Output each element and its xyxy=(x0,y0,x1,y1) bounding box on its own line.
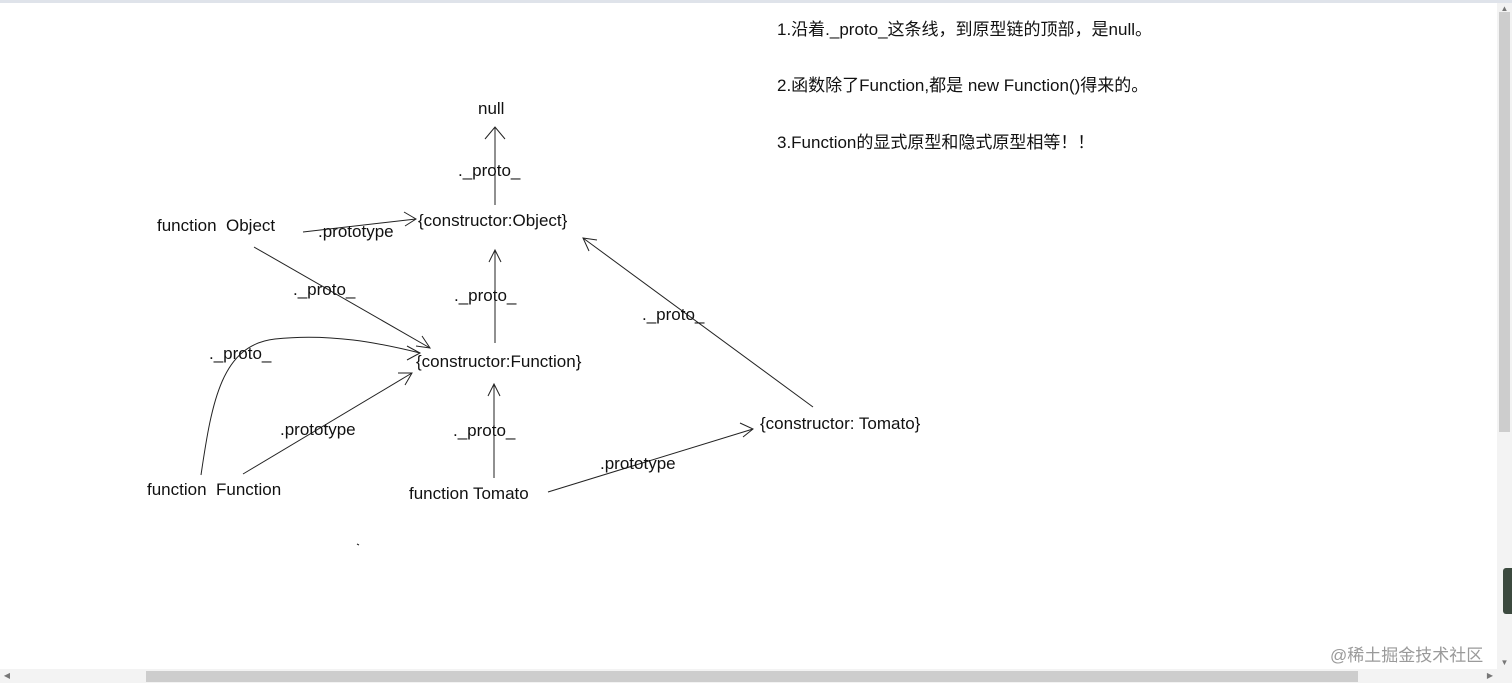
arrowhead-null xyxy=(484,126,506,140)
stray-mark xyxy=(356,543,360,546)
arrowhead-function-proto-bottom xyxy=(487,382,501,397)
arrow-tomato-proto-to-object-proto xyxy=(582,237,814,408)
arrowhead-object-proto-right xyxy=(582,237,598,252)
vertical-scrollbar-thumb[interactable] xyxy=(1499,12,1510,432)
edge-label-function-object-proto: ._proto_ xyxy=(293,280,356,299)
arrowhead-object-proto-bottom xyxy=(488,248,502,263)
arrowhead-tomato-proto xyxy=(739,422,754,438)
arrowhead-function-proto-c xyxy=(398,372,413,386)
arrow-function-function-prototype xyxy=(242,372,413,475)
edge-label-function-function-proto: ._proto_ xyxy=(209,344,272,363)
node-function-tomato: function Tomato xyxy=(409,484,529,503)
top-border xyxy=(0,0,1512,3)
node-function-prototype: {constructor:Function} xyxy=(416,352,582,371)
arrow-function-object-proto xyxy=(253,246,431,349)
node-object-prototype: {constructor:Object} xyxy=(418,211,568,230)
node-null: null xyxy=(478,99,505,118)
arrow-function-function-proto xyxy=(200,336,421,476)
scroll-right-arrow-icon[interactable]: ▶ xyxy=(1486,671,1494,680)
arrowhead-function-proto-a xyxy=(415,335,432,349)
edge-label-function-tomato-proto: ._proto_ xyxy=(453,421,516,440)
side-panel-handle[interactable] xyxy=(1503,568,1512,614)
edge-label-function-function-prototype: .prototype xyxy=(280,420,356,439)
scroll-down-arrow-icon[interactable]: ▼ xyxy=(1500,658,1509,667)
watermark: @稀土掘金技术社区 xyxy=(1330,646,1484,665)
edge-label-function-tomato-prototype: .prototype xyxy=(600,454,676,473)
arrowhead-function-proto-b xyxy=(406,345,422,361)
node-function-object: function Object xyxy=(157,216,276,235)
arrow-function-object-prototype xyxy=(302,218,417,233)
scroll-left-arrow-icon[interactable]: ◀ xyxy=(3,671,11,680)
node-tomato-prototype: {constructor: Tomato} xyxy=(760,414,921,433)
arrowhead-object-proto-left xyxy=(403,211,417,227)
edge-label-function-proto-to-object-proto: ._proto_ xyxy=(454,286,517,305)
horizontal-scrollbar-thumb[interactable] xyxy=(146,671,1358,682)
edge-label-object-proto-to-null: ._proto_ xyxy=(458,161,521,180)
note-1: 1.沿着._proto_这条线，到原型链的顶部，是null。 xyxy=(777,20,1153,39)
edge-label-tomato-proto-to-object-proto: ._proto_ xyxy=(642,305,705,324)
arrow-function-tomato-prototype xyxy=(547,428,754,493)
note-2: 2.函数除了Function,都是 new Function()得来的。 xyxy=(777,76,1149,95)
scroll-up-arrow-icon[interactable]: ▲ xyxy=(1500,4,1509,13)
node-function-function: function Function xyxy=(147,480,282,499)
note-3: 3.Function的显式原型和隐式原型相等！！ xyxy=(777,133,1095,152)
edge-label-function-object-prototype: .prototype xyxy=(318,222,394,241)
